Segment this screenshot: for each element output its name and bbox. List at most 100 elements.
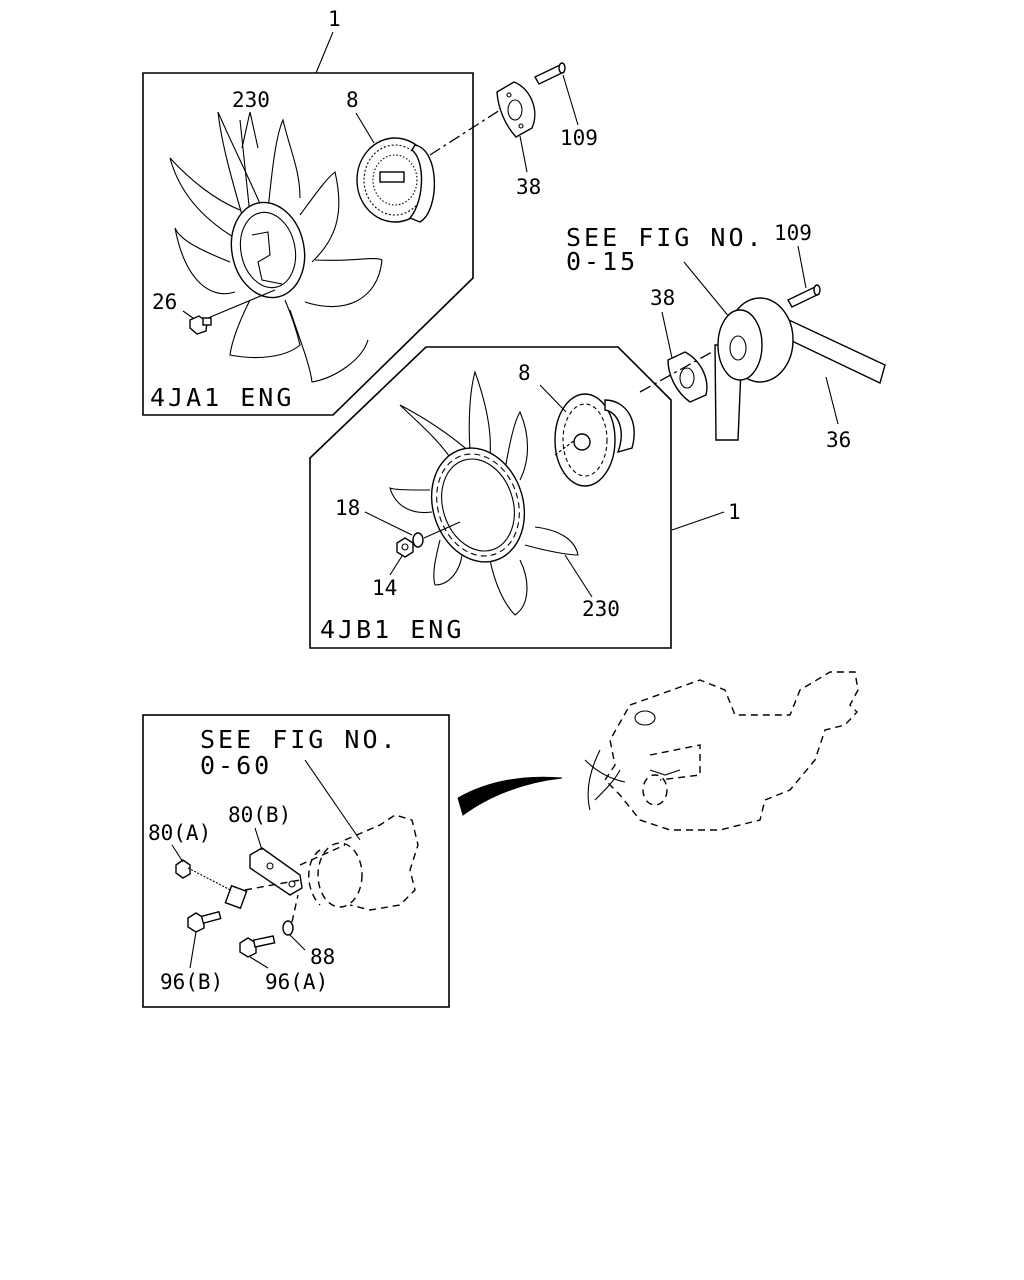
- washer: [282, 920, 294, 936]
- panel-generator: SEE FIG NO. 0-60: [142, 714, 450, 1008]
- fan-blade: [267, 118, 301, 211]
- washer: [412, 532, 424, 548]
- bracket-hole: [266, 862, 274, 870]
- panel-generator-frame: [142, 714, 450, 1008]
- bolt-head: [239, 937, 257, 958]
- bolt-head: [175, 859, 191, 879]
- leader-109-b: [797, 245, 807, 289]
- fan-shroud-ring: [430, 447, 526, 563]
- leader-18: [364, 511, 413, 536]
- engine-bracket: [649, 769, 681, 776]
- flange-hole: [507, 99, 523, 121]
- callout-38-b: 38: [650, 286, 675, 310]
- panel-4ja1-caption: 4JA1 ENG: [150, 383, 294, 412]
- engine-overview: [584, 671, 859, 831]
- callout-36: 36: [826, 428, 851, 452]
- leader-8-b: [539, 384, 567, 413]
- axis-line-a: [429, 109, 501, 156]
- axis-line-b: [639, 351, 713, 393]
- bolt-96b: [187, 910, 222, 933]
- leader-38-a: [519, 135, 528, 173]
- leader-96a: [249, 956, 269, 969]
- engine-fan: [584, 749, 626, 811]
- nut: [396, 537, 414, 558]
- generator-outline: [344, 814, 419, 911]
- washer-18: [412, 532, 424, 548]
- generator: [308, 814, 419, 911]
- callout-38-a: 38: [516, 175, 541, 199]
- engine-detail: [649, 744, 701, 781]
- pulley-belt-assembly: [714, 297, 886, 441]
- panel-4ja1: 230 8 26 4JA1 ENG: [142, 72, 474, 416]
- fan-blade: [489, 559, 528, 616]
- callout-8-a: 8: [346, 88, 359, 112]
- bolt-shank: [252, 935, 276, 948]
- clutch-stud: [554, 439, 576, 456]
- flange-plate-38-b: [667, 351, 708, 403]
- leader-1-b: [671, 511, 725, 531]
- callout-80a: 80(A): [148, 821, 211, 845]
- stud-end: [813, 284, 821, 296]
- clutch-fins: [562, 403, 608, 477]
- fan-blade: [174, 227, 236, 295]
- fan-blade: [169, 157, 241, 239]
- leader-14: [389, 555, 403, 576]
- washer-88: [282, 920, 294, 936]
- fan-blade: [304, 258, 383, 307]
- leader-88: [289, 934, 306, 951]
- leader-80b: [254, 827, 263, 851]
- bracket-axis: [299, 844, 346, 866]
- callout-1-b: 1: [728, 500, 741, 524]
- flange-hole: [679, 367, 695, 389]
- leader-230-a2: [249, 111, 259, 149]
- bolt-80a: [175, 859, 248, 910]
- fan-shroud-inner: [441, 458, 515, 552]
- bolt-head: [187, 912, 205, 933]
- fan-hub-ring: [239, 211, 297, 289]
- fan-shroud-ring: [230, 201, 306, 299]
- leader-belt-ref: [683, 261, 731, 319]
- callout-96a: 96(A): [265, 970, 328, 994]
- panel-4jb1: 8 18 14 230 4JB1 ENG: [309, 346, 672, 649]
- belt-ref-line1: SEE FIG NO.: [566, 223, 765, 252]
- callout-109-a: 109: [560, 126, 598, 150]
- fan-4jb1: [389, 370, 579, 616]
- clutch-center-plate: [379, 171, 405, 183]
- stud-109-b: [787, 284, 821, 308]
- callout-230-a: 230: [232, 88, 270, 112]
- bolt-thread: [187, 867, 241, 896]
- nut-14: [396, 537, 414, 558]
- flange-plate: [667, 351, 708, 403]
- flange-plate: [496, 81, 536, 138]
- stud-109-a: [534, 62, 566, 85]
- bracket-hole: [288, 880, 296, 888]
- panel-generator-ref-line2: 0-60: [200, 751, 272, 780]
- fan-blade: [399, 404, 471, 466]
- bracket-80b: [249, 847, 303, 896]
- fan-clutch-4ja1: [356, 137, 436, 223]
- fan-4ja1: [169, 111, 383, 383]
- leader-96b: [189, 931, 197, 969]
- generator-face: [317, 842, 363, 908]
- engine-block-outline: [604, 671, 859, 831]
- callout-8-b: 8: [518, 361, 531, 385]
- pulley-hub: [729, 335, 747, 361]
- panel-4jb1-caption: 4JB1 ENG: [320, 615, 464, 644]
- clutch-flange: [408, 144, 436, 223]
- leader-38-b: [661, 311, 673, 359]
- leader-80a: [171, 844, 184, 863]
- fan-blade: [433, 539, 463, 586]
- leader-230-a: [241, 111, 251, 149]
- callout-1-top: 1: [328, 7, 341, 31]
- fan-blade: [389, 487, 433, 514]
- leader-36: [825, 376, 839, 425]
- bolt-26-leader: [207, 289, 276, 319]
- callout-80b: 80(B): [228, 803, 291, 827]
- fan-blade: [524, 526, 579, 556]
- fan-blade: [217, 111, 266, 251]
- fan-blade: [289, 309, 369, 383]
- leader-26: [182, 310, 194, 319]
- bolt-shank: [200, 910, 222, 925]
- clutch-hub: [573, 433, 591, 451]
